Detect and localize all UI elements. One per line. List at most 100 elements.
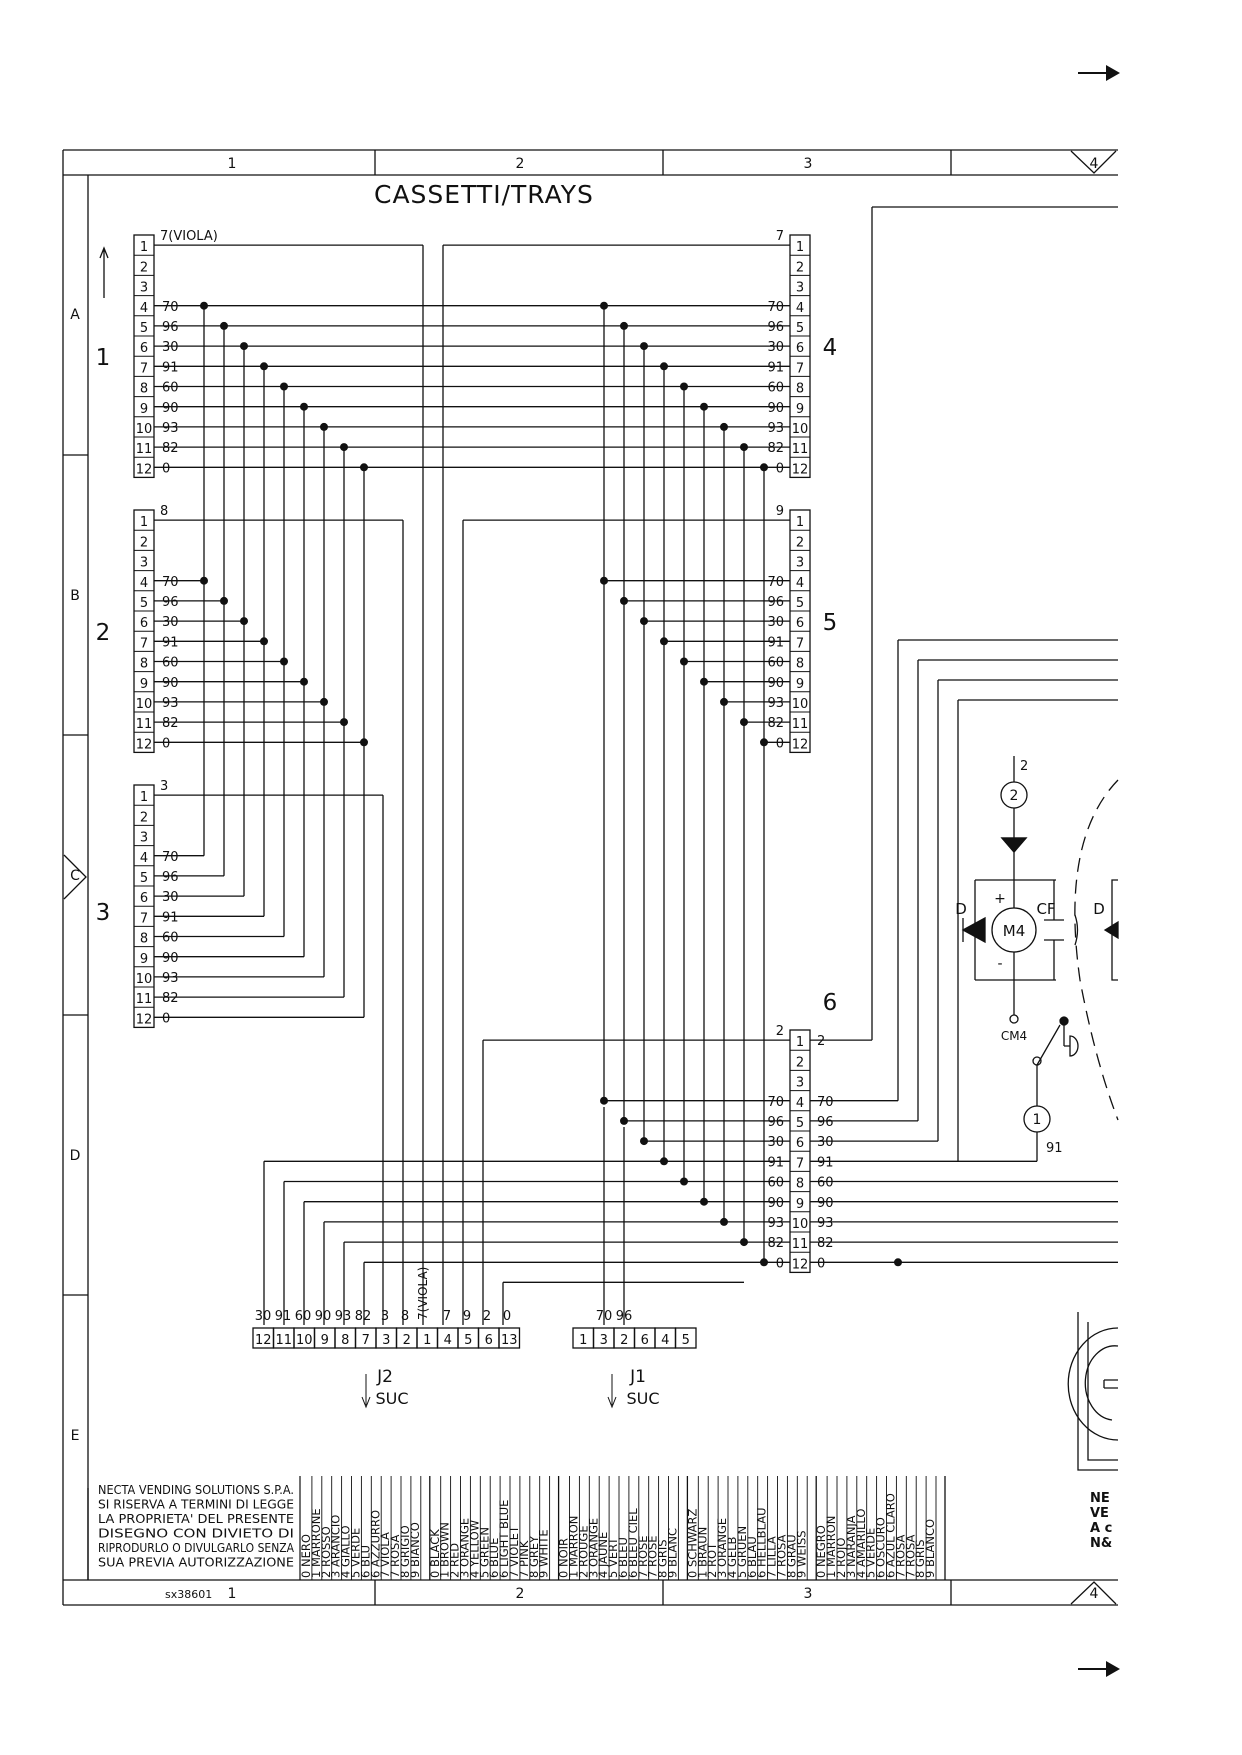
color-code-label: 3 ORANGE: [458, 1518, 472, 1578]
pin-number: 5: [796, 1116, 804, 1131]
connector-number: 2: [96, 620, 111, 646]
wire-label: 96: [162, 595, 179, 610]
wire-label: 30: [767, 340, 784, 355]
color-code-label: 8 GRAU: [784, 1534, 798, 1578]
color-code-label: 0 BLACK: [428, 1529, 442, 1578]
j2-wire-label: 8: [401, 1309, 409, 1324]
j2-wire-label: 60: [295, 1309, 312, 1324]
j1-pin-number: 4: [661, 1333, 669, 1348]
color-code-label: 6 AZUL CLARO: [884, 1493, 898, 1578]
j2-suffix: SUC: [375, 1389, 408, 1408]
color-code-label: 3 ARANCIO: [329, 1515, 343, 1578]
wire-label: 0: [162, 736, 170, 751]
frame-triangle-top: [1070, 150, 1117, 174]
color-code-label: 7 ROSA: [775, 1534, 789, 1578]
color-code-label: 6 BLEU: [616, 1537, 630, 1578]
diode-left: [961, 916, 986, 944]
pin-number: 11: [136, 717, 153, 732]
j2-pin-number: 9: [321, 1333, 329, 1348]
j2-pin-number: 12: [255, 1333, 272, 1348]
pin-number: 11: [792, 1237, 809, 1252]
wire-label: 60: [162, 931, 179, 946]
pin-number: 12: [136, 737, 153, 752]
color-code-label: 7 ROSA: [903, 1534, 917, 1578]
j2-pin-number: 10: [296, 1333, 313, 1348]
pin-number: 2: [796, 1055, 804, 1070]
color-code-label: 8 GREY: [527, 1535, 541, 1578]
legal-line: SUA PREVIA AUTORIZZAZIONE: [98, 1556, 294, 1570]
pin-number: 12: [792, 462, 809, 477]
color-code-label: 5 GREEN: [477, 1527, 491, 1578]
wire-label: 90: [162, 951, 179, 966]
pin-number: 9: [140, 677, 148, 692]
pin-number: 5: [796, 321, 804, 336]
wire-label: 70: [767, 300, 784, 315]
pin-number: 12: [792, 737, 809, 752]
color-code-label: 7 VIOLET: [507, 1525, 521, 1578]
wire-label: 60: [817, 1176, 834, 1191]
wire-label: 82: [767, 441, 784, 456]
junction-dot: [680, 657, 688, 666]
color-code-label: 0 NEGRO: [814, 1525, 828, 1578]
j2-wire-label: 2: [483, 1309, 491, 1324]
pin-number: 7: [140, 636, 148, 651]
j2-pin-number: 7: [362, 1333, 370, 1348]
wire-label: 91: [767, 360, 784, 375]
column-label: 1: [228, 156, 237, 172]
pin-number: 10: [792, 422, 809, 437]
column-label: 3: [804, 1586, 813, 1602]
junction-dot: [600, 576, 608, 585]
junction-dot: [600, 301, 608, 310]
color-code-label: 7 ROSA: [893, 1534, 907, 1578]
color-code-label: 4 GELB: [725, 1536, 739, 1578]
wire-label: 60: [767, 1176, 784, 1191]
j1-pin-number: 5: [682, 1333, 690, 1348]
title-block-text: A c: [1090, 1521, 1112, 1536]
pin-number: 4: [140, 576, 148, 591]
column-label: 4: [1090, 156, 1099, 172]
color-code-label: 7 LILLA: [765, 1536, 779, 1578]
color-code-label: 9 BLANCO: [923, 1519, 937, 1578]
color-code-label: 6 BLAU: [745, 1536, 759, 1578]
pin-number: 1: [796, 515, 804, 530]
legal-line: DISEGNO CON DIVIETO DI: [98, 1527, 294, 1541]
color-code-label: 9 WHITE: [537, 1529, 551, 1578]
j2-wire-label: 7: [443, 1309, 451, 1324]
connector-number: 4: [823, 335, 838, 361]
color-code-label: 9 BLANC: [666, 1528, 680, 1578]
right-arrow-icon: [1078, 65, 1120, 81]
pin-number: 8: [796, 382, 804, 397]
connector-number: 3: [96, 900, 111, 926]
pin-number: 3: [796, 281, 804, 296]
wire-label: 0: [776, 461, 784, 476]
diode-right-box: [1111, 879, 1118, 981]
right-arrow-icon: [1078, 1661, 1120, 1677]
terminal-label: 1: [1033, 1112, 1042, 1128]
color-code-label: 3 NARANJA: [844, 1515, 858, 1578]
color-code-label: 5 GRUEN: [735, 1526, 749, 1578]
up-arrow-icon: [99, 246, 109, 298]
pin-number: 12: [136, 462, 153, 477]
legal-line: SI RISERVA A TERMINI DI LEGGE: [98, 1498, 294, 1512]
capacitor-label: CF: [1036, 900, 1055, 918]
wire-label: 0: [162, 1011, 170, 1026]
wire-label: 91: [162, 360, 179, 375]
wire-label: 60: [162, 381, 179, 396]
terminal-label: 2: [1010, 788, 1019, 804]
junction-dot: [220, 596, 228, 605]
color-code-label: 6 BLU: [358, 1545, 372, 1578]
pin-number: 5: [140, 596, 148, 611]
pin-number: 9: [796, 1197, 804, 1212]
color-code-label: 8 GRIGIO: [398, 1525, 412, 1578]
diode-label: D: [1093, 900, 1105, 918]
wire-label: 90: [767, 676, 784, 691]
switch-contact-b: [1032, 1056, 1042, 1066]
wire-label: 60: [162, 656, 179, 671]
wire-label: 96: [767, 320, 784, 335]
component-inner: [1103, 1379, 1118, 1389]
wire-label: 2: [817, 1034, 825, 1049]
junction-dot: [740, 443, 748, 452]
j2-pin-number: 13: [501, 1333, 518, 1348]
pin-number: 4: [140, 301, 148, 316]
wire-label: 90: [162, 676, 179, 691]
